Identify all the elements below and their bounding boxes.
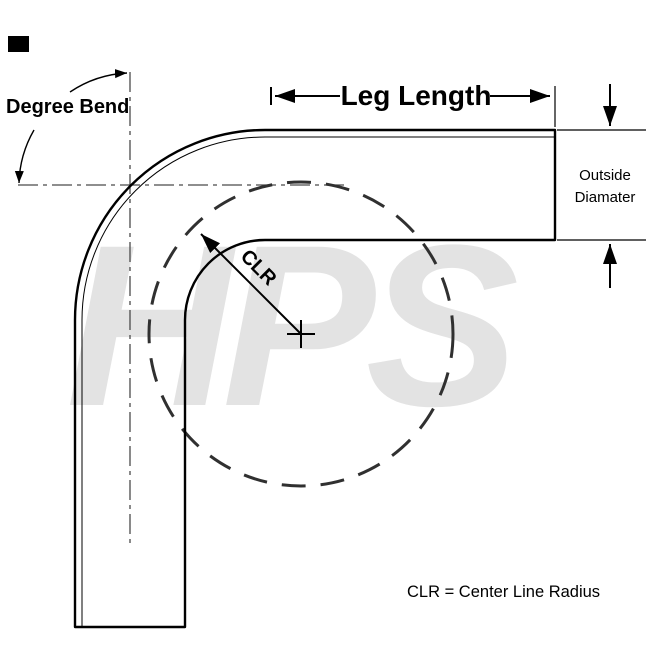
degree-bend-arc-upper	[69, 69, 128, 93]
tube-wall-detail-line	[81, 136, 555, 627]
bend-center-cross	[287, 320, 315, 348]
degree-bend-label: Degree Bend	[6, 96, 129, 118]
clr-definition-note: CLR = Center Line Radius	[407, 583, 600, 601]
outside-diameter-label-line1: Outside	[579, 167, 631, 184]
degree-bend-arc-lower	[14, 129, 35, 184]
tube-outline	[73, 128, 557, 629]
clr-radius-arrow	[200, 233, 302, 335]
black-corner-mark	[8, 36, 29, 52]
clr-dashed-circle	[147, 180, 455, 488]
leg-length-label: Leg Length	[341, 80, 492, 111]
outside-diameter-label-line2: Diamater	[575, 189, 636, 206]
